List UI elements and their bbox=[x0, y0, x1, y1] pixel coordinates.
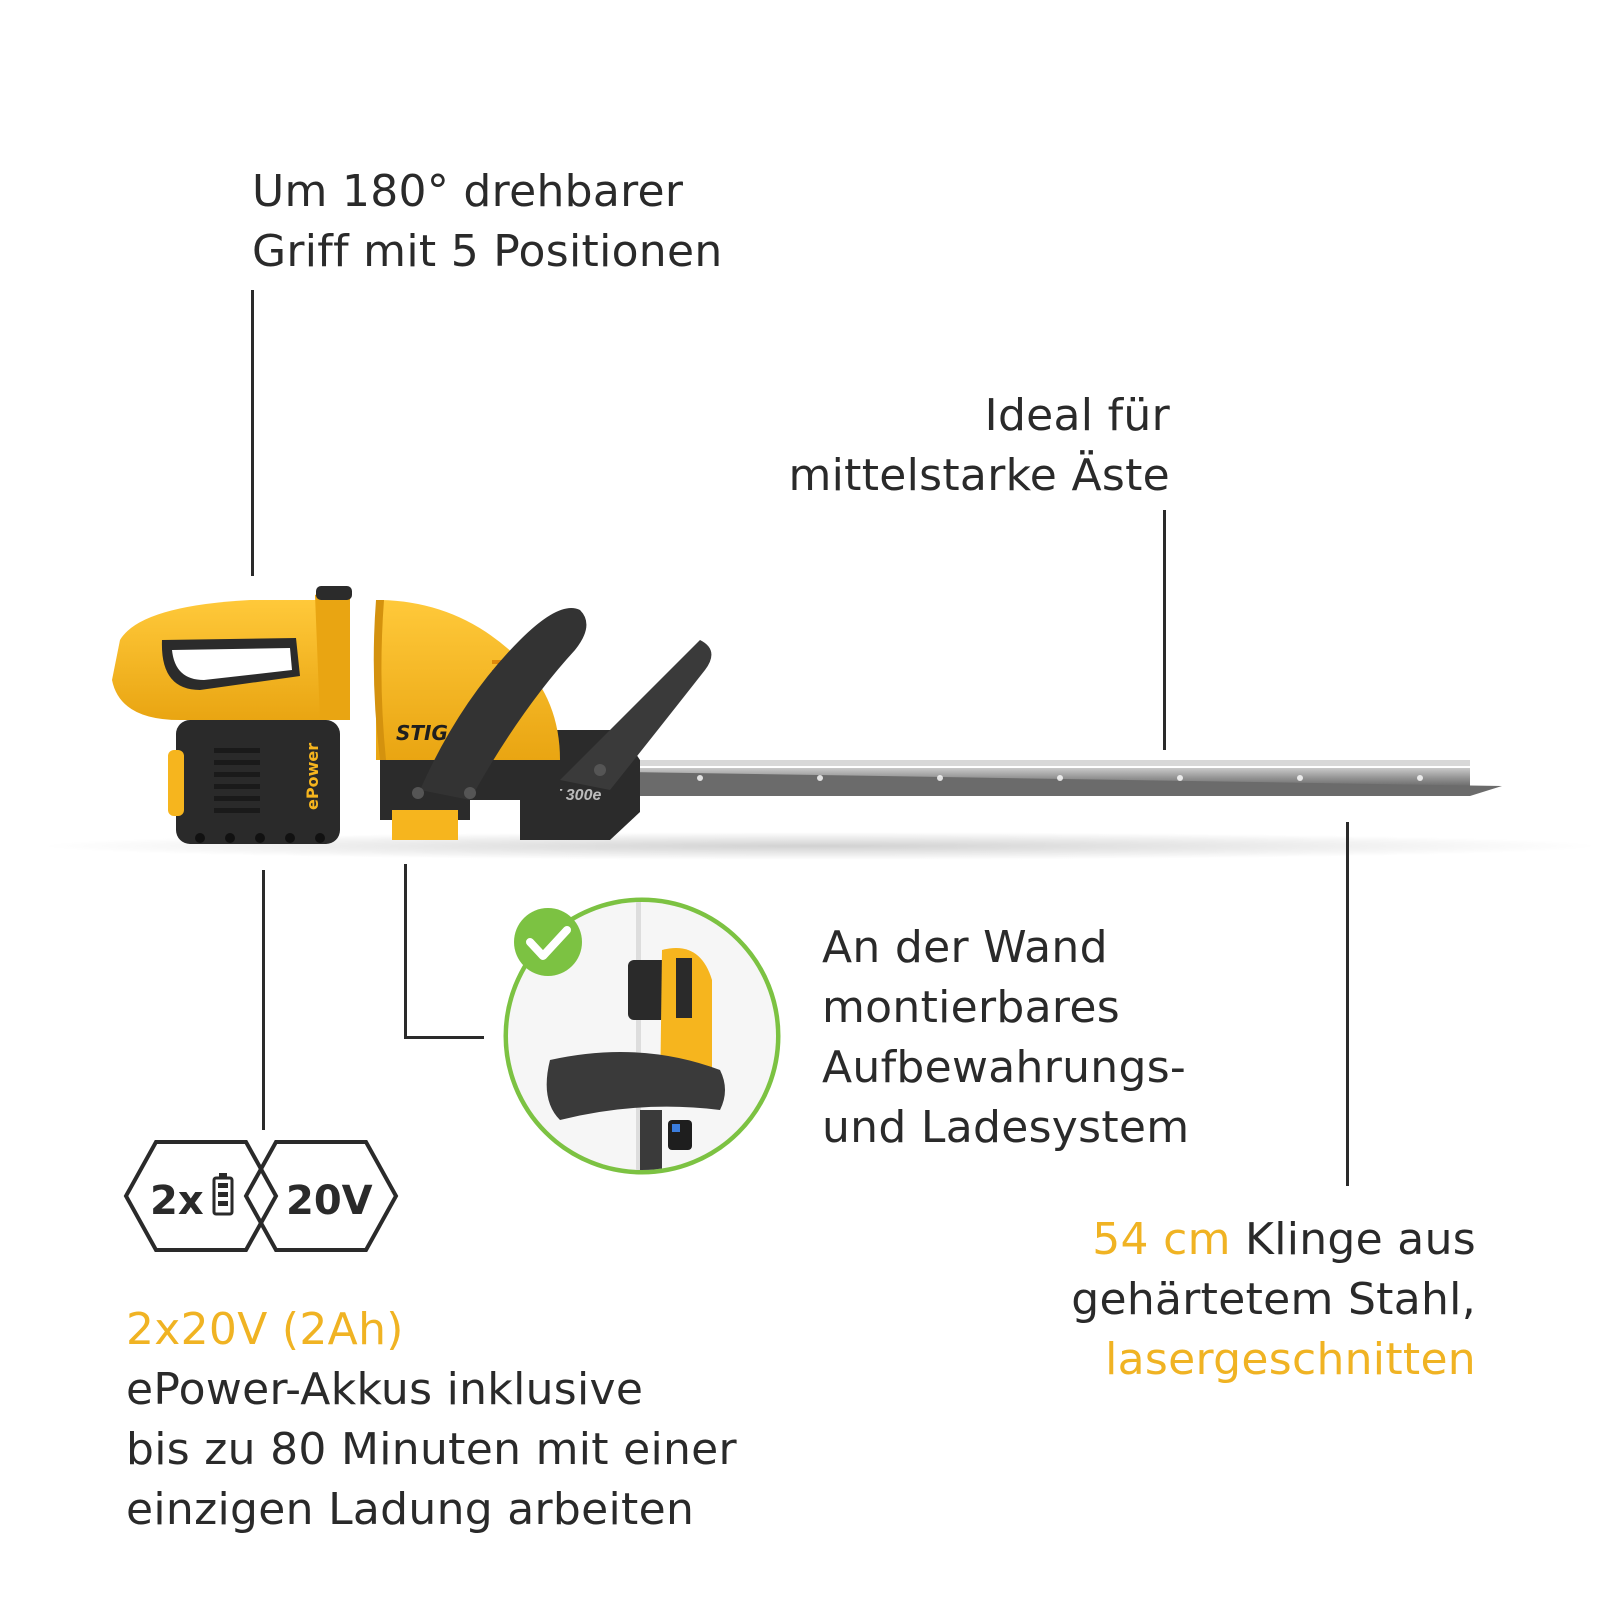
annotation-blade-line1: 54 cm Klinge aus bbox=[1071, 1210, 1476, 1270]
battery-callout-line bbox=[262, 870, 265, 1130]
blade-callout-line bbox=[1346, 822, 1349, 1186]
hedge-trimmer-image: HT 300e STIGA ePower bbox=[40, 586, 1600, 860]
annotation-branches: Ideal für mittelstarke Äste bbox=[788, 386, 1170, 506]
annotation-battery: 2x20V (2Ah) ePower-Akkus inklusive bis z… bbox=[126, 1300, 737, 1540]
annotation-handle: Um 180° drehbarer Griff mit 5 Positionen bbox=[252, 162, 723, 282]
annotation-handle-line1: Um 180° drehbarer bbox=[252, 166, 684, 217]
badge-voltage: 20V bbox=[286, 1178, 373, 1224]
check-icon bbox=[514, 908, 582, 976]
annotation-branches-line1: Ideal für bbox=[984, 390, 1170, 441]
storage-callout-line-horizontal bbox=[404, 1036, 484, 1039]
storage-callout-line-vertical bbox=[404, 864, 407, 1038]
blade bbox=[630, 760, 1502, 796]
battery-badges: 2x 20V bbox=[123, 1140, 399, 1252]
annotation-battery-line2: ePower-Akkus inklusive bbox=[126, 1364, 644, 1415]
badge-hexagon-voltage bbox=[243, 1140, 399, 1252]
annotation-blade: 54 cm Klinge aus gehärtetem Stahl, laser… bbox=[1071, 1210, 1476, 1390]
annotation-battery-highlight: 2x20V (2Ah) bbox=[126, 1304, 404, 1355]
annotation-storage: An der Wand montierbares Aufbewahrungs- … bbox=[822, 918, 1189, 1158]
annotation-storage-line2: montierbares bbox=[822, 982, 1120, 1033]
annotation-battery-line4: einzigen Ladung arbeiten bbox=[126, 1484, 695, 1535]
annotation-battery-line3: bis zu 80 Minuten mit einer bbox=[126, 1424, 737, 1475]
battery-brand: ePower bbox=[303, 743, 322, 810]
annotation-blade-line1-rest: Klinge aus bbox=[1230, 1214, 1476, 1265]
annotation-blade-highlight1: 54 cm bbox=[1092, 1214, 1231, 1265]
annotation-storage-line3: Aufbewahrungs- bbox=[822, 1042, 1187, 1093]
annotation-handle-line2: Griff mit 5 Positionen bbox=[252, 226, 723, 277]
badge-hexagon-count bbox=[123, 1140, 279, 1252]
annotation-storage-line1: An der Wand bbox=[822, 922, 1108, 973]
branches-callout-line bbox=[1163, 510, 1166, 750]
battery-icon bbox=[212, 1173, 234, 1216]
annotation-storage-line4: und Ladesystem bbox=[822, 1102, 1190, 1153]
handle-callout-line bbox=[251, 290, 254, 576]
badge-count: 2x bbox=[150, 1178, 204, 1224]
annotation-branches-line2: mittelstarke Äste bbox=[788, 450, 1170, 501]
annotation-blade-line2: gehärtetem Stahl, bbox=[1071, 1274, 1476, 1325]
annotation-blade-highlight3: lasergeschnitten bbox=[1105, 1334, 1476, 1385]
